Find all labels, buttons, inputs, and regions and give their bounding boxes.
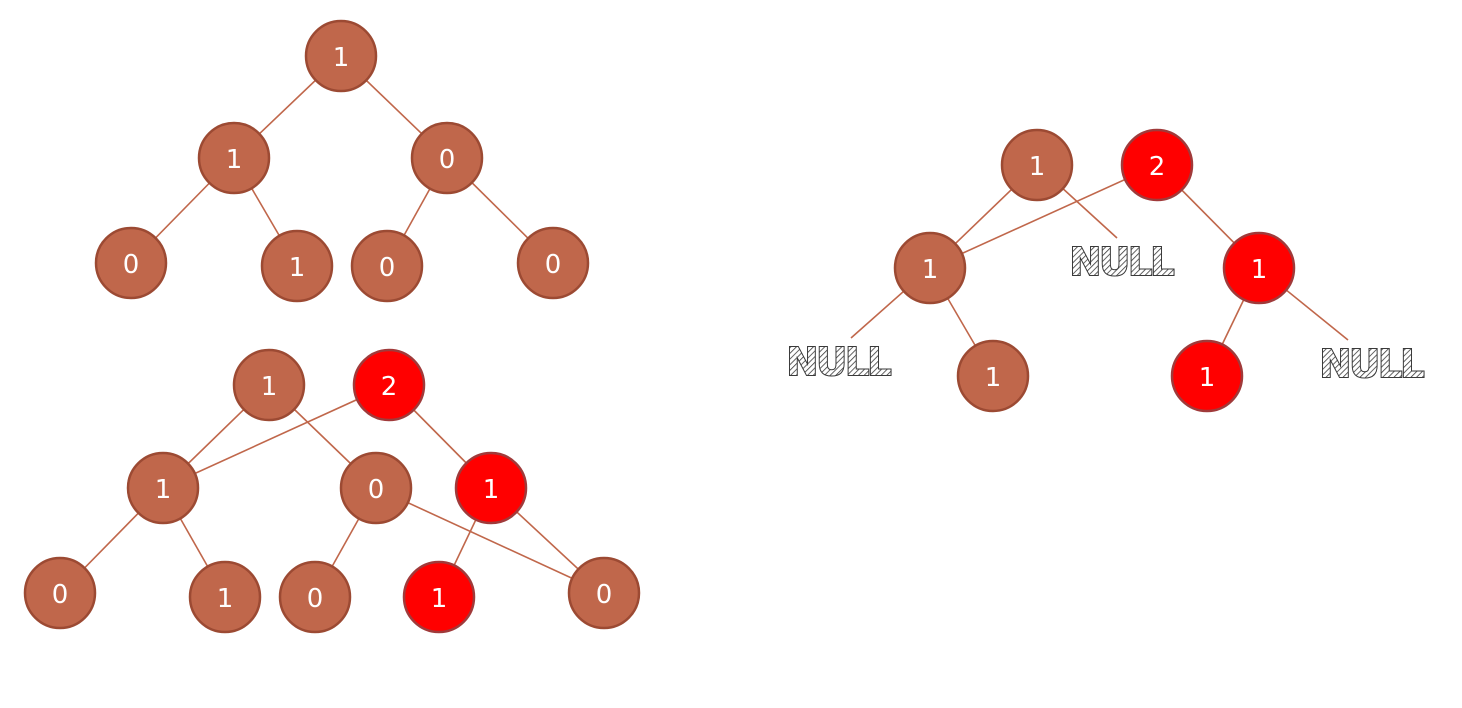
tree-node-highlighted: 1 <box>402 560 476 634</box>
tree-node: 1 <box>232 348 306 422</box>
node-value: 2 <box>1149 152 1166 182</box>
tree-node: 1 <box>260 229 334 303</box>
tree-result: 1 2 1 1 1 1 NULL <box>785 128 1427 413</box>
tree-node: 1 <box>197 121 271 195</box>
edge <box>375 487 605 594</box>
tree-node: 0 <box>350 229 424 303</box>
node-value: 2 <box>381 372 398 402</box>
node-value: 0 <box>379 253 396 283</box>
tree-node-highlighted: 2 <box>1120 128 1194 202</box>
tree-node: 1 <box>188 560 262 634</box>
node-value: 0 <box>545 250 562 280</box>
tree-node: 1 <box>1000 128 1074 202</box>
null-label: NULL <box>1069 240 1174 284</box>
null-label: NULL <box>1319 342 1424 386</box>
null-label: NULL <box>786 340 891 384</box>
node-value: 1 <box>217 584 234 614</box>
tree-node-highlighted: 1 <box>1170 339 1244 413</box>
tree-node-highlighted: 1 <box>454 451 528 525</box>
node-value: 1 <box>431 584 448 614</box>
null-markers: NULL NULL NULL <box>785 239 1427 387</box>
node-value: 1 <box>1251 255 1268 285</box>
tree-node: 0 <box>516 226 590 300</box>
tree-node: 0 <box>23 556 97 630</box>
tree-node: 0 <box>278 560 352 634</box>
tree-node: 0 <box>567 556 641 630</box>
node-value: 1 <box>226 145 243 175</box>
tree-original: 1 1 0 0 1 0 0 <box>94 19 590 303</box>
tree-node-highlighted: 2 <box>352 348 426 422</box>
node-value: 1 <box>261 372 278 402</box>
tree-node: 0 <box>410 121 484 195</box>
tree-node: 0 <box>339 451 413 525</box>
edge <box>929 164 1158 269</box>
node-value: 0 <box>596 580 613 610</box>
node-value: 1 <box>333 43 350 73</box>
node-value: 1 <box>289 253 306 283</box>
tree-node: 1 <box>304 19 378 93</box>
tree-node-highlighted: 1 <box>1222 231 1296 305</box>
node-value: 1 <box>155 475 172 505</box>
node-value: 1 <box>985 363 1002 393</box>
tree-node: 0 <box>94 226 168 300</box>
tree-merge-step: 1 2 1 0 1 0 1 <box>23 348 641 634</box>
node-value: 0 <box>368 475 385 505</box>
tree-node: 1 <box>893 231 967 305</box>
edge <box>162 384 390 489</box>
node-value: 0 <box>439 145 456 175</box>
node-value: 0 <box>123 250 140 280</box>
tree-node: 1 <box>126 451 200 525</box>
tree-result-nodes: 1 2 1 1 1 1 <box>893 128 1296 413</box>
tree-original-nodes: 1 1 0 0 1 0 0 <box>94 19 590 303</box>
node-value: 0 <box>307 584 324 614</box>
tree-merge-step-nodes: 1 2 1 0 1 0 1 <box>23 348 641 634</box>
node-value: 0 <box>52 580 69 610</box>
node-value: 1 <box>483 475 500 505</box>
node-value: 1 <box>922 255 939 285</box>
node-value: 1 <box>1029 152 1046 182</box>
node-value: 1 <box>1199 363 1216 393</box>
tree-node: 1 <box>956 339 1030 413</box>
